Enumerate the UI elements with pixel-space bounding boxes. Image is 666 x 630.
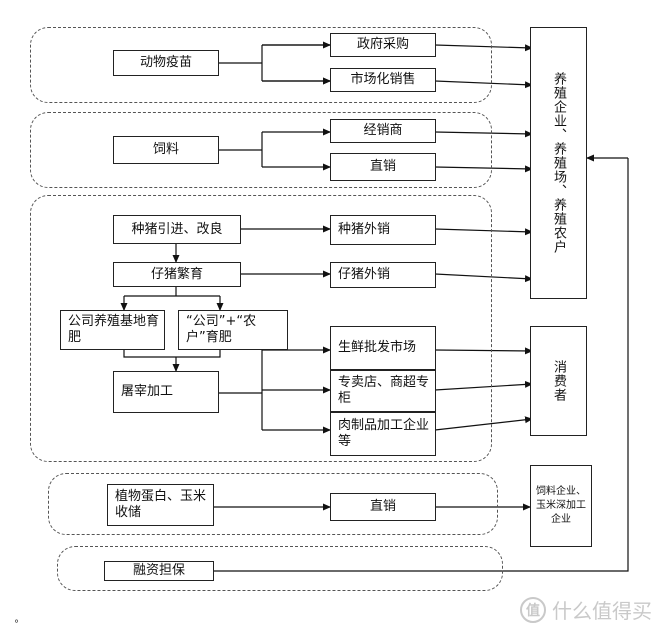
feed-connector bbox=[218, 132, 263, 167]
watermark: 值 什么值得买 bbox=[520, 595, 652, 624]
consumers-box: 消费者 bbox=[530, 326, 587, 436]
company-fattening-box: 公司养殖基地育肥 bbox=[60, 310, 165, 350]
watermark-icon: 值 bbox=[520, 596, 546, 623]
pig-production-group bbox=[30, 195, 492, 462]
feed-group bbox=[30, 112, 492, 188]
fresh-wholesale-box: 生鲜批发市场 bbox=[330, 326, 436, 370]
company-farmer-box: “公司”+“农户”育肥 bbox=[178, 310, 288, 350]
farms-box: 养殖企业、养殖场、养殖农户 bbox=[530, 27, 587, 299]
gov-purchase-box: 政府采购 bbox=[330, 33, 436, 57]
slaughter-box: 屠宰加工 bbox=[113, 371, 219, 413]
farms-label: 养殖企业、养殖场、养殖农户 bbox=[551, 72, 566, 254]
feed-corn-companies-box: 饲料企业、玉米深加工企业 bbox=[530, 465, 592, 547]
direct-sales-box-2: 直销 bbox=[330, 493, 436, 521]
vaccine-group bbox=[30, 27, 492, 103]
feed-box: 饲料 bbox=[113, 136, 219, 164]
vaccine-connector bbox=[218, 44, 330, 81]
breeding-pig-box: 种猪引进、改良 bbox=[113, 215, 241, 244]
plant-protein-box: 植物蛋白、玉米收储 bbox=[107, 484, 214, 526]
consumers-label: 消费者 bbox=[551, 360, 566, 402]
piglet-breeding-box: 仔猪繁育 bbox=[113, 262, 241, 287]
plant-protein-group bbox=[48, 473, 498, 535]
financing-box: 融资担保 bbox=[104, 561, 214, 581]
financing-group bbox=[57, 546, 503, 591]
breeding-pig-sales-box: 种猪外销 bbox=[330, 215, 436, 245]
market-sales-box: 市场化销售 bbox=[330, 68, 436, 92]
direct-sales-box-1: 直销 bbox=[330, 153, 436, 181]
distributor-box: 经销商 bbox=[330, 119, 436, 143]
piglet-sales-box: 仔猪外销 bbox=[330, 262, 436, 288]
corner-mark: ° bbox=[14, 619, 19, 630]
watermark-text: 什么值得买 bbox=[552, 599, 652, 623]
meat-processing-box: 肉制品加工企业等 bbox=[330, 412, 436, 456]
vaccine-box: 动物疫苗 bbox=[113, 50, 219, 76]
specialty-store-box: 专卖店、商超专柜 bbox=[330, 370, 436, 412]
